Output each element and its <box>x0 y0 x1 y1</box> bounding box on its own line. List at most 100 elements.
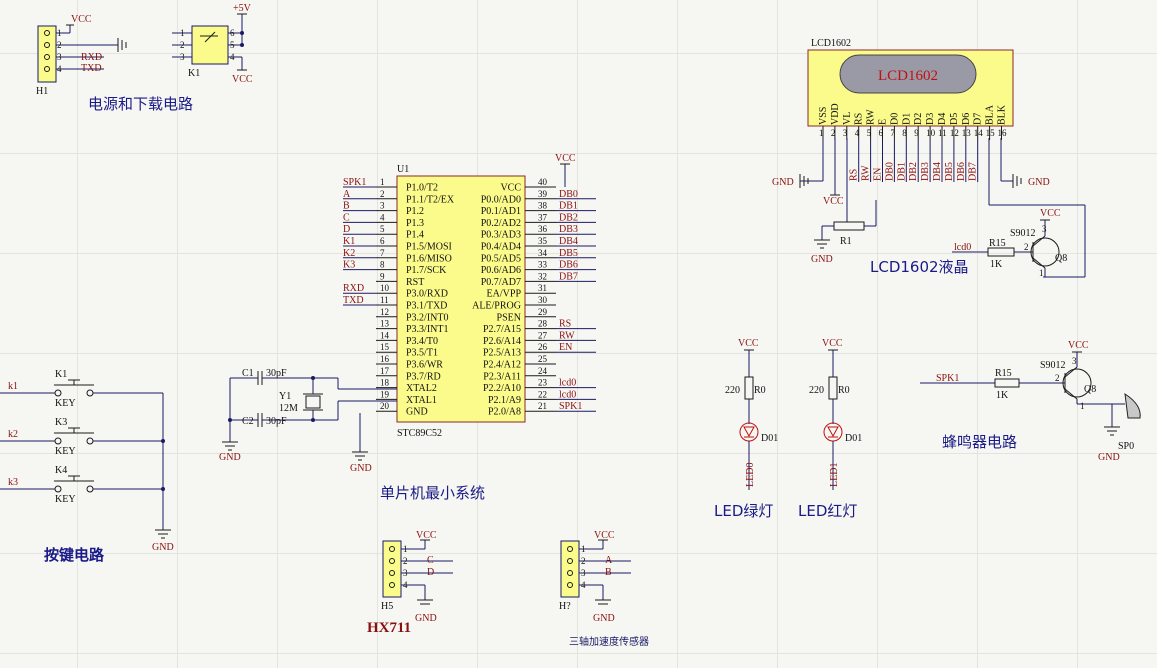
mcu-pin-name: P0.3/AD3 <box>481 230 521 241</box>
mcu-pin-number: 3 <box>380 201 385 211</box>
mcu-pin-number: 37 <box>538 212 548 222</box>
net-label: DB3 <box>920 162 931 181</box>
rxd-net: RXD <box>81 52 102 63</box>
sp0-designator: SP0 <box>1118 441 1134 452</box>
mcu-pin-name: P1.3 <box>406 218 424 229</box>
mcu-pin-name: ALE/PROG <box>472 301 521 312</box>
led-resistor-designator: R0 <box>838 385 850 396</box>
net-label: DB0 <box>559 189 578 200</box>
y1-value: 12M <box>279 403 298 414</box>
pin-label: 1 <box>57 28 62 38</box>
q8-designator: Q8 <box>1055 253 1067 264</box>
mcu-pin-name: P1.1/T2/EX <box>406 194 455 205</box>
hx711-title: HX711 <box>367 620 411 636</box>
pin-label: 3 <box>1072 356 1077 366</box>
net-label: DB6 <box>559 260 578 271</box>
pin-label: 4 <box>230 52 235 62</box>
net-label: C <box>343 212 350 223</box>
lcd-pin-name: D0 <box>889 113 900 125</box>
mcu-pin-name: P2.3/A11 <box>483 371 521 382</box>
net-label: EN <box>873 168 884 181</box>
mcu-pin-number: 36 <box>538 224 548 234</box>
mcu-pin-name: GND <box>406 407 428 418</box>
key-contact <box>54 389 62 397</box>
mcu-pin-number: 33 <box>538 260 548 270</box>
mcu-pin-number: 26 <box>538 342 548 352</box>
pin-label: 1 <box>581 544 586 554</box>
y1-designator: Y1 <box>279 391 291 402</box>
mcu-pin-name: XTAL1 <box>406 395 437 406</box>
vcc-label: VCC <box>738 338 759 349</box>
header-designator: H? <box>559 601 571 612</box>
gnd-label: GND <box>811 254 833 265</box>
r1-designator: R1 <box>840 236 852 247</box>
mcu-pin-name: P0.1/AD1 <box>481 206 521 217</box>
key-net-label: k2 <box>8 429 18 440</box>
lcd-section: LCD1602 LCD1602 VSS1VDD2VL3RS4RSRW5RWE6E… <box>772 38 1086 278</box>
net-label: DB1 <box>896 162 907 181</box>
mcu-designator: U1 <box>397 164 409 175</box>
r15-value: 1K <box>996 390 1009 401</box>
key-net-label: k1 <box>8 381 18 392</box>
led-diode <box>823 422 843 442</box>
lcd-pin-name: E <box>878 119 889 125</box>
mcu-pin-name: P1.4 <box>406 230 424 241</box>
gnd-label: GND <box>1098 452 1120 463</box>
header-connector <box>560 540 580 598</box>
mcu-pin-number: 12 <box>380 307 389 317</box>
mcu-pin-number: 31 <box>538 283 547 293</box>
vcc-label: VCC <box>823 196 844 207</box>
mcu-pin-number: 2 <box>380 189 385 199</box>
net-label: D <box>343 224 350 235</box>
net-label: RS <box>559 319 571 330</box>
net-label: C <box>427 555 434 566</box>
net-label: A <box>343 189 351 200</box>
lcd-pin-number: 2 <box>831 128 836 138</box>
pin-label: 3 <box>57 52 62 62</box>
mcu-pin-number: 27 <box>538 330 548 340</box>
lcd-pin-number: 11 <box>938 128 947 138</box>
resistor-r15 <box>987 247 1015 257</box>
mcu-pin-number: 6 <box>380 236 385 246</box>
lcd-pin-name: VSS <box>818 107 829 125</box>
mcu-pin-name: P0.7/AD7 <box>481 277 521 288</box>
pin-label: 1 <box>1039 268 1044 278</box>
mcu-left-pins: 1P1.0/T2SPK12P1.1/T2/EXA3P1.2B4P1.3C5P1.… <box>343 177 455 418</box>
pin-label: 2 <box>180 40 185 50</box>
lcd-window-label: LCD1602 <box>878 68 938 84</box>
lcd-pin-number: 12 <box>950 128 959 138</box>
mcu-pin-number: 1 <box>380 177 385 187</box>
lcd-section-title: LCD1602液晶 <box>870 258 969 276</box>
c2-designator: C2 <box>242 416 254 427</box>
q8-part: S9012 <box>1040 360 1066 371</box>
mcu-pin-name: P0.6/AD6 <box>481 265 521 276</box>
net-label: K2 <box>343 248 355 259</box>
mcu-pin-name: P2.0/A8 <box>488 407 521 418</box>
key-value: KEY <box>55 494 76 505</box>
mcu-pin-number: 14 <box>380 330 390 340</box>
gnd-label: GND <box>152 542 174 553</box>
net-label: DB0 <box>884 162 895 181</box>
mcu-pin-number: 7 <box>380 248 385 258</box>
junction <box>161 487 165 491</box>
vcc-label: VCC <box>71 14 92 25</box>
led-diode <box>827 426 839 438</box>
net-label: RW <box>559 330 575 341</box>
power-section-title: 电源和下载电路 <box>88 95 193 113</box>
mcu-pin-number: 15 <box>380 342 390 352</box>
mcu-pin-number: 8 <box>380 260 385 270</box>
txd-net: TXD <box>81 63 102 74</box>
net-label: DB7 <box>968 162 979 181</box>
led-resistor <box>744 376 754 400</box>
net-label: K1 <box>343 236 355 247</box>
gnd-label: GND <box>350 463 372 474</box>
lcd-pin-number: 10 <box>926 128 936 138</box>
net-label: D <box>427 567 434 578</box>
gnd-label: GND <box>593 613 615 624</box>
mcu-pin-number: 35 <box>538 236 548 246</box>
lcd-pin-number: 9 <box>914 128 919 138</box>
